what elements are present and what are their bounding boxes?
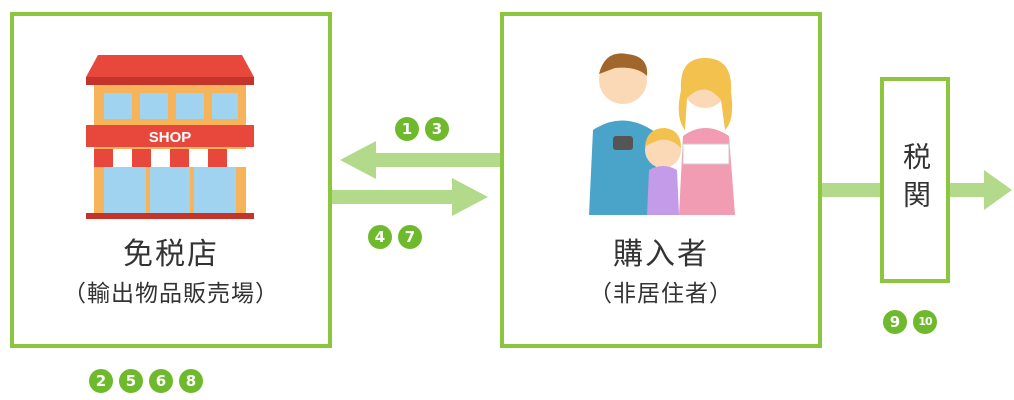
step-badge: 1 (395, 117, 419, 141)
step-badge: 10 (913, 310, 937, 334)
step-badge: 5 (119, 369, 143, 393)
step-badge: 6 (149, 369, 173, 393)
step-badge: 8 (179, 369, 203, 393)
shop-sign-text: SHOP (149, 129, 192, 146)
step-badge: 9 (883, 310, 907, 334)
step-badge: 7 (398, 225, 422, 249)
step-badges-shop-to-buyer: 4 7 (368, 225, 422, 249)
step-badge: 4 (368, 225, 392, 249)
arrow-shop-to-buyer (332, 178, 488, 216)
connector-buyer-to-customs (822, 183, 880, 197)
step-badge: 2 (89, 369, 113, 393)
arrow-buyer-to-shop (340, 141, 500, 179)
step-badges-customs: 9 10 (883, 310, 937, 334)
step-badge: 3 (425, 117, 449, 141)
arrow-customs-out (950, 170, 1012, 210)
buyer-title: 購入者 (613, 237, 709, 272)
customs-box: 税関 (880, 77, 950, 283)
step-badges-buyer-to-shop: 1 3 (395, 117, 449, 141)
shop-subtitle: （輸出物品販売場） (63, 281, 279, 307)
buyer-subtitle: （非居住者） (589, 281, 733, 307)
step-badges-shop: 2 5 6 8 (89, 369, 203, 393)
buyer-box: 購入者 （非居住者） (500, 12, 822, 348)
shop-building-icon: SHOP (86, 55, 254, 219)
customs-label: 税関 (899, 142, 932, 218)
shop-title: 免税店 (123, 237, 219, 272)
family-illustration-icon (589, 53, 735, 215)
